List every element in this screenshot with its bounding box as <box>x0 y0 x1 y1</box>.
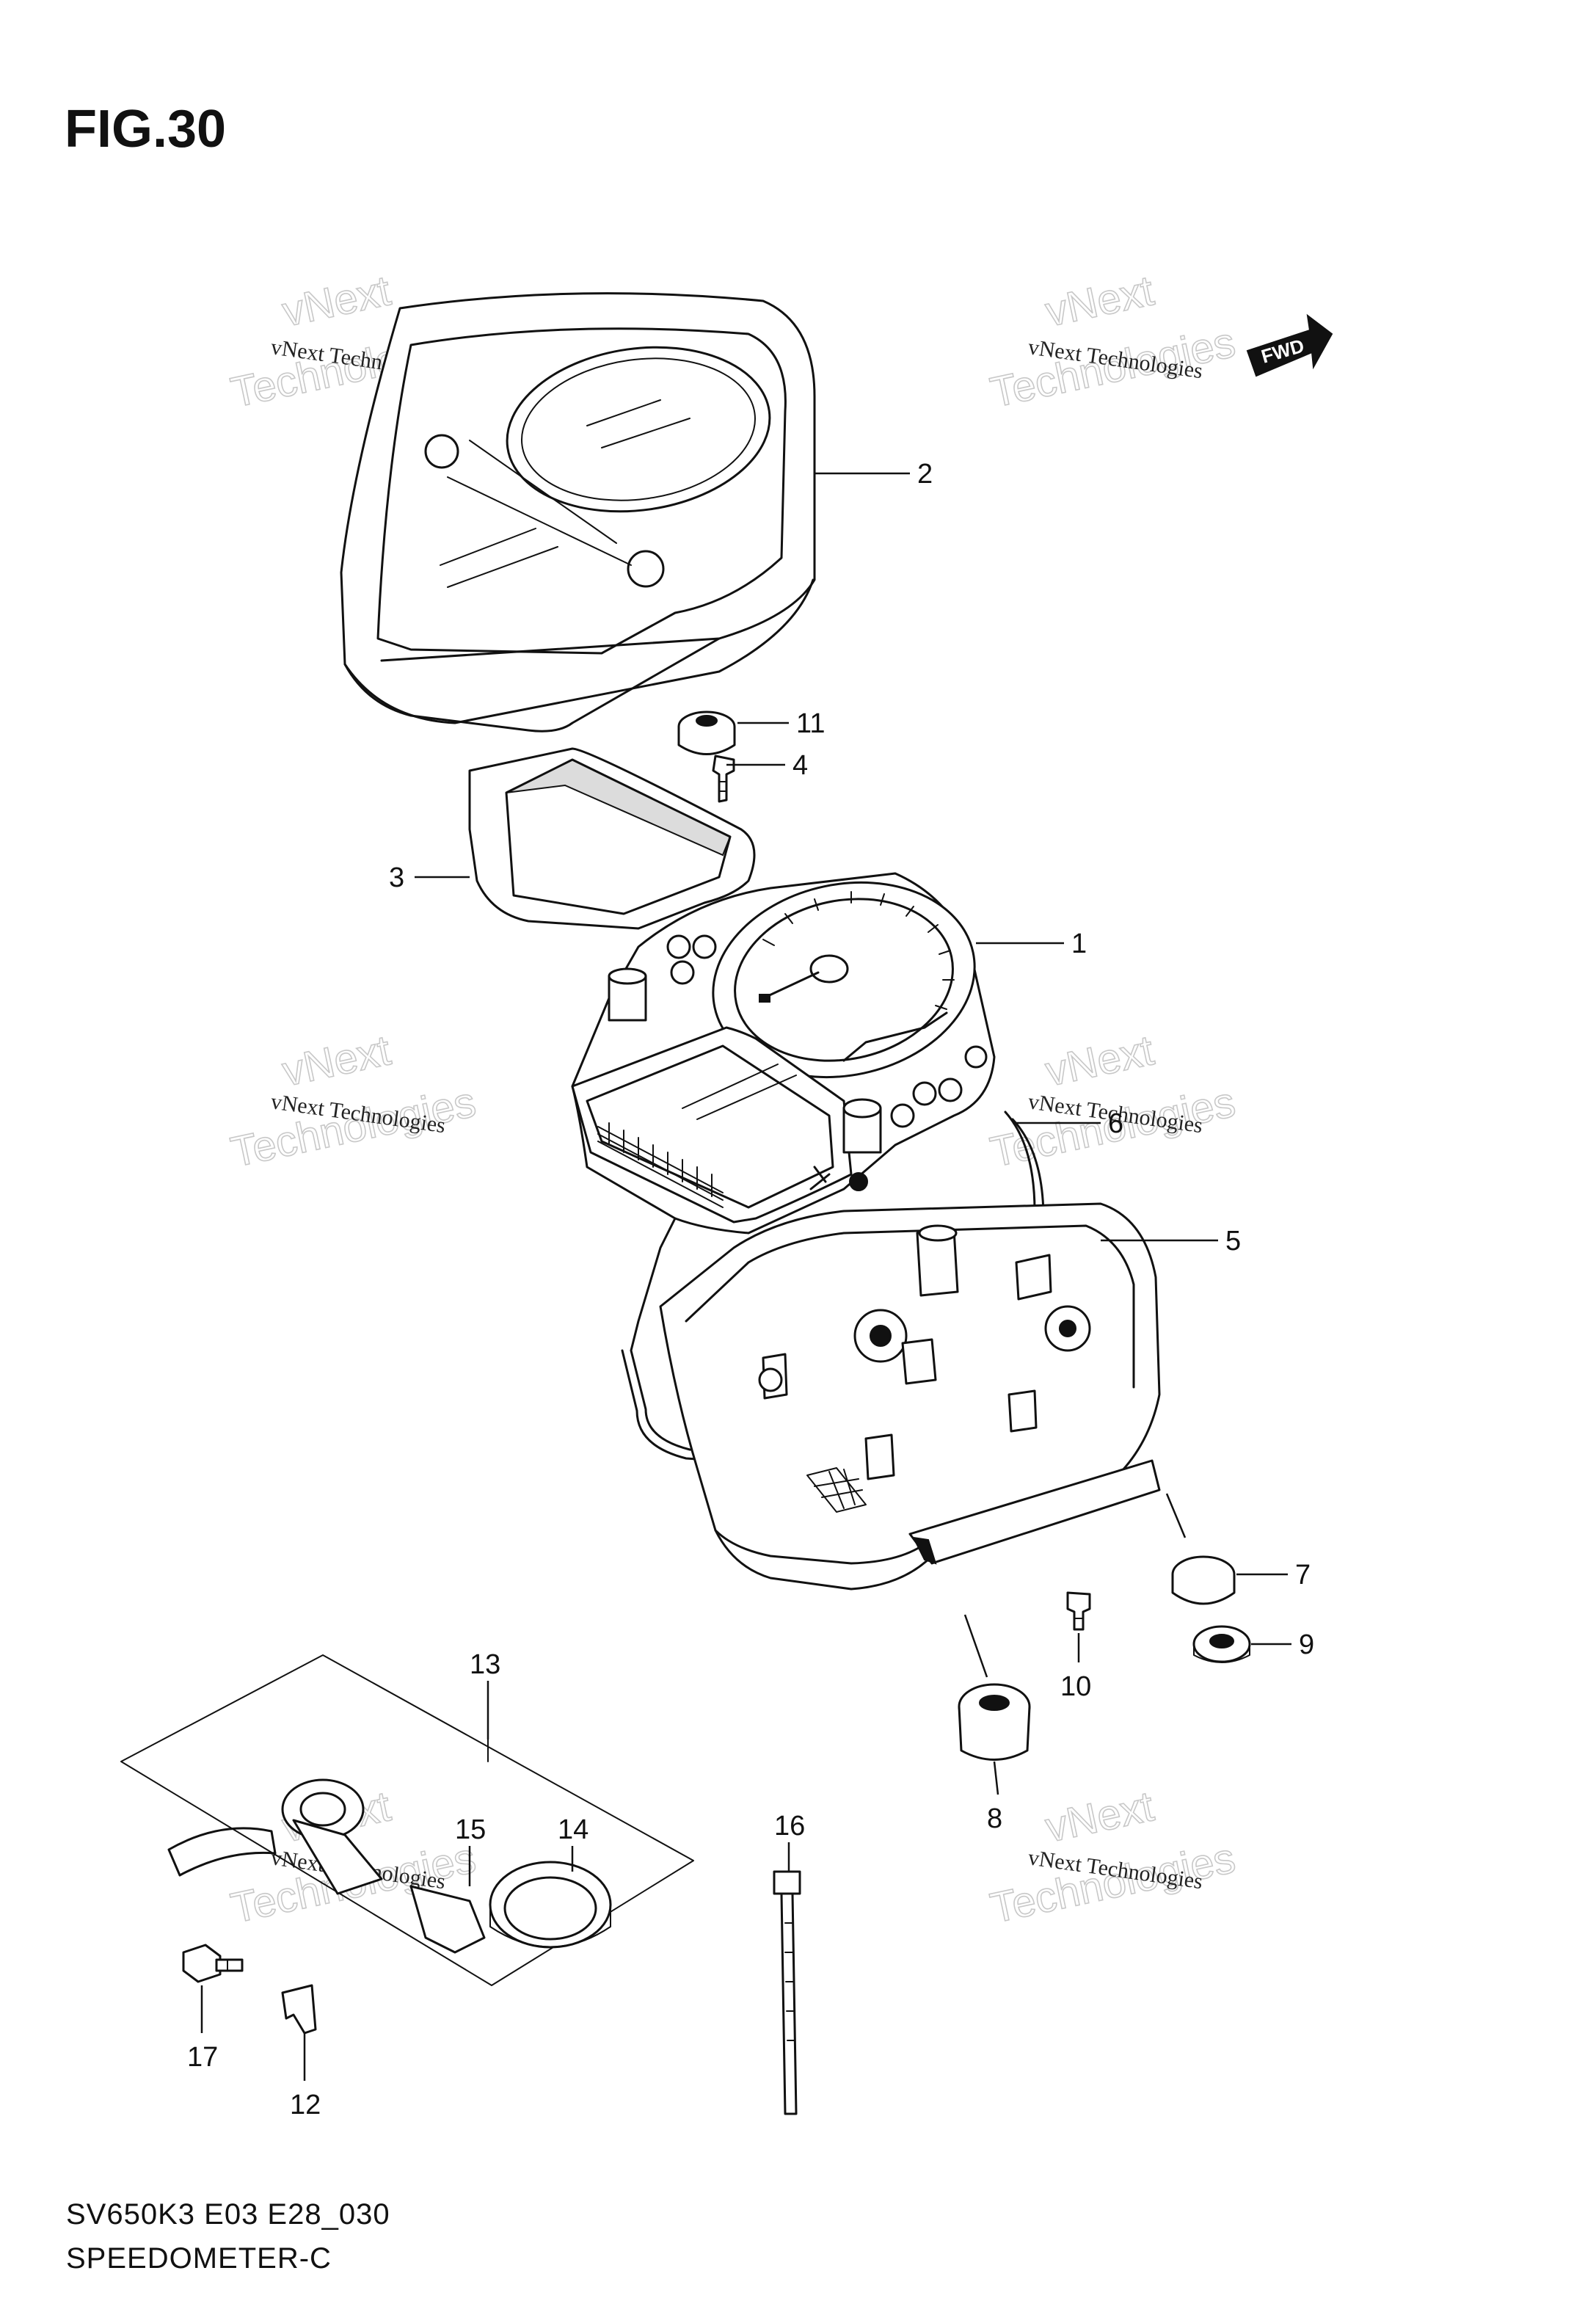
watermark-big-1: vNext <box>278 266 395 335</box>
callout-7: 7 <box>1295 1560 1311 1591</box>
watermark-middle-right: vNext Technologies vNext Technologies <box>985 1026 1239 1177</box>
watermark-bottom-right: vNext Technologies vNext Technologies <box>985 1782 1239 1933</box>
callout-13: 13 <box>470 1649 500 1680</box>
part-cable-tie-16 <box>773 1870 801 2115</box>
callouts: 2 1 3 4 11 5 6 7 8 9 10 12 13 14 15 16 1… <box>187 459 1314 2120</box>
part-damper-8 <box>958 1683 1031 1761</box>
part-bolt-17 <box>182 1944 244 1983</box>
callout-9: 9 <box>1299 1629 1314 1660</box>
callout-17: 17 <box>187 2042 218 2073</box>
callout-5: 5 <box>1225 1226 1241 1257</box>
part-screw-4 <box>712 755 735 803</box>
fwd-arrow-icon: FWD <box>1246 313 1333 377</box>
callout-14: 14 <box>558 1814 589 1845</box>
watermark-big-1: vNext <box>1041 266 1158 335</box>
watermark-middle-left: vNext Technologies vNext Technologies <box>226 1026 480 1177</box>
part-grommet-11 <box>677 710 736 755</box>
callout-1: 1 <box>1071 928 1087 959</box>
part-socket-kit-box <box>120 1654 694 1986</box>
leader-lines <box>200 472 1291 2081</box>
callout-3: 3 <box>389 862 404 893</box>
part-upper-cover <box>340 292 816 733</box>
part-grommet-7 <box>1171 1555 1236 1605</box>
tick-marks <box>762 891 955 1010</box>
callout-8: 8 <box>987 1803 1002 1834</box>
watermark-big-1: vNext <box>278 1026 395 1095</box>
lcd-bar-segments <box>597 1122 724 1208</box>
part-ring-14 <box>489 1861 612 1949</box>
part-clip-12 <box>281 1984 317 2035</box>
part-lens <box>468 747 756 930</box>
callout-12: 12 <box>290 2090 321 2120</box>
callout-4: 4 <box>792 750 808 781</box>
callout-16: 16 <box>774 1811 805 1842</box>
callout-6: 6 <box>1108 1108 1123 1139</box>
callout-2: 2 <box>917 459 933 490</box>
watermark-big-1: vNext <box>1041 1026 1158 1095</box>
model-code: SV650K3 E03 E28_030 <box>66 2198 390 2231</box>
watermark-big-1: vNext <box>1041 1782 1158 1851</box>
part-speedometer-assembly <box>571 872 996 1235</box>
callout-10: 10 <box>1060 1671 1091 1702</box>
figure-title: FIG.30 <box>65 100 226 159</box>
watermark-top-right: vNext Technologies vNext Technologies <box>985 266 1239 418</box>
part-lower-case <box>659 1202 1161 1591</box>
callout-15: 15 <box>455 1814 486 1845</box>
section-name: SPEEDOMETER-C <box>66 2242 332 2275</box>
part-washer-9 <box>1192 1625 1251 1663</box>
callout-11: 11 <box>796 708 825 739</box>
part-screw-10 <box>1066 1591 1091 1631</box>
